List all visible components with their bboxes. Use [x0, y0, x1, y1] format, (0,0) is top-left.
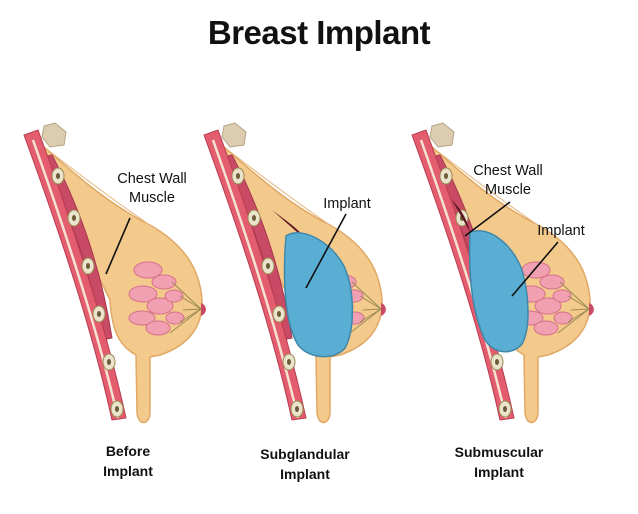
leader-lines — [105, 201, 559, 297]
subglandular-caption: Subglandular Implant — [260, 446, 350, 482]
implant-label: Implant — [537, 223, 585, 239]
before-implant-caption: Before Implant — [103, 443, 153, 479]
before-implant-figure — [22, 121, 208, 424]
subglandular-implant-figure — [202, 121, 388, 424]
page-title: Breast Implant — [207, 14, 431, 51]
chest-wall-muscle-label: Chest Wall Muscle — [117, 171, 187, 206]
submuscular-implant-figure — [410, 121, 596, 424]
implant-label: Implant — [323, 196, 371, 212]
chest-wall-muscle-label: Chest Wall Muscle — [473, 163, 543, 198]
submuscular-caption: Submuscular Implant — [454, 444, 544, 480]
